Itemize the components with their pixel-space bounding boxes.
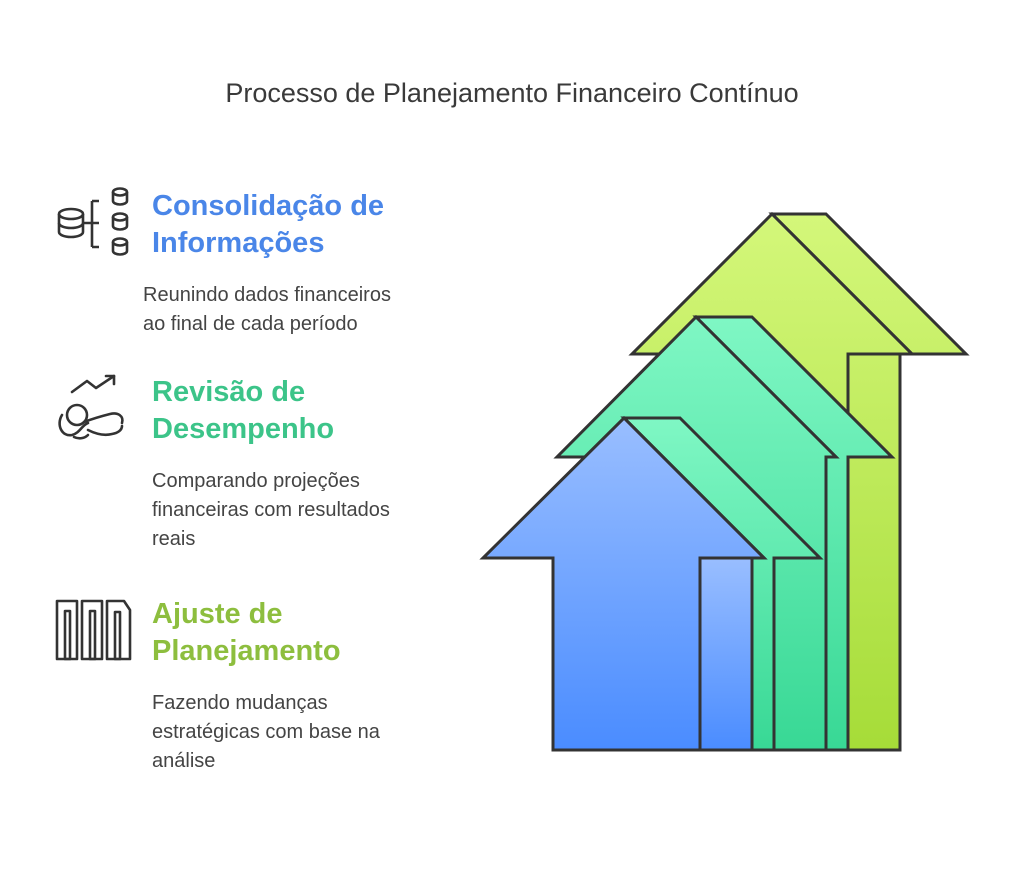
- arrow-front: [479, 415, 824, 752]
- step-description-adjustment: Fazendo mudanças estratégicas com base n…: [152, 689, 452, 776]
- description-line: estratégicas com base na: [152, 721, 380, 743]
- heading-line: Informações: [152, 227, 325, 259]
- adjust-columns-icon: [55, 599, 132, 661]
- description-line: Reunindo dados financeiros: [143, 284, 391, 306]
- description-line: análise: [152, 750, 216, 772]
- database-stack-icon: [57, 187, 129, 256]
- description-line: Fazendo mudanças: [152, 692, 328, 714]
- step-description-consolidation: Reunindo dados financeiros ao final de c…: [143, 281, 443, 339]
- performance-review-icon: [58, 374, 124, 440]
- step-heading-consolidation: Consolidação de Informações: [152, 188, 452, 262]
- description-line: ao final de cada período: [143, 313, 358, 335]
- heading-line: Ajuste de: [152, 598, 283, 630]
- description-line: Comparando projeções: [152, 470, 360, 492]
- heading-line: Consolidação de: [152, 190, 385, 222]
- description-line: financeiras com resultados: [152, 499, 390, 521]
- description-line: reais: [152, 528, 196, 550]
- heading-line: Desempenho: [152, 413, 335, 445]
- step-heading-review: Revisão de Desempenho: [152, 374, 452, 448]
- step-description-review: Comparando projeções financeiras com res…: [152, 467, 452, 554]
- step-heading-adjustment: Ajuste de Planejamento: [152, 596, 452, 670]
- heading-line: Planejamento: [152, 635, 341, 667]
- page-title: Processo de Planejamento Financeiro Cont…: [225, 78, 799, 108]
- heading-line: Revisão de: [152, 376, 306, 408]
